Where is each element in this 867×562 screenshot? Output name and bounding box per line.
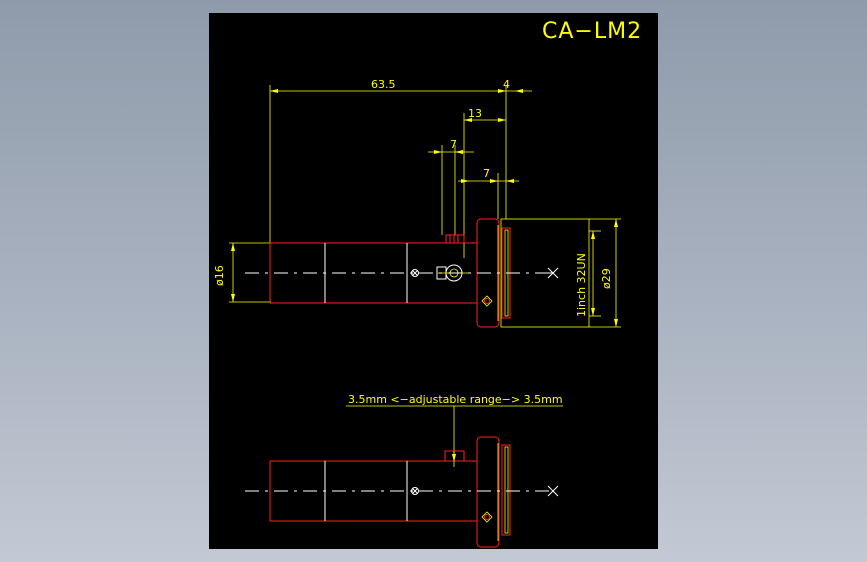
dim-screw-label: 7 [450, 138, 457, 151]
dim-flange-label: 4 [503, 78, 510, 91]
dim-screw2-label: 7 [483, 167, 490, 180]
side-view: 3.5mm <−adjustable range−> 3.5mm [245, 393, 563, 548]
dim-length-label: 63.5 [371, 78, 396, 91]
top-view: 63.5 4 13 7 7 ø16 [213, 78, 621, 328]
cad-drawing: CA−LM2 63.5 4 13 7 7 [213, 19, 642, 548]
dim-offset-label: 13 [468, 107, 482, 120]
dim-flange-diameter-label: ø29 [600, 268, 613, 289]
dim-body-diameter-label: ø16 [213, 265, 226, 286]
range-note: 3.5mm <−adjustable range−> 3.5mm [348, 393, 563, 406]
drawing-title: CA−LM2 [542, 19, 642, 44]
dim-thread-label: 1inch 32UN [575, 253, 588, 317]
cad-drawing-canvas: CA−LM2 63.5 4 13 7 7 [209, 13, 658, 549]
